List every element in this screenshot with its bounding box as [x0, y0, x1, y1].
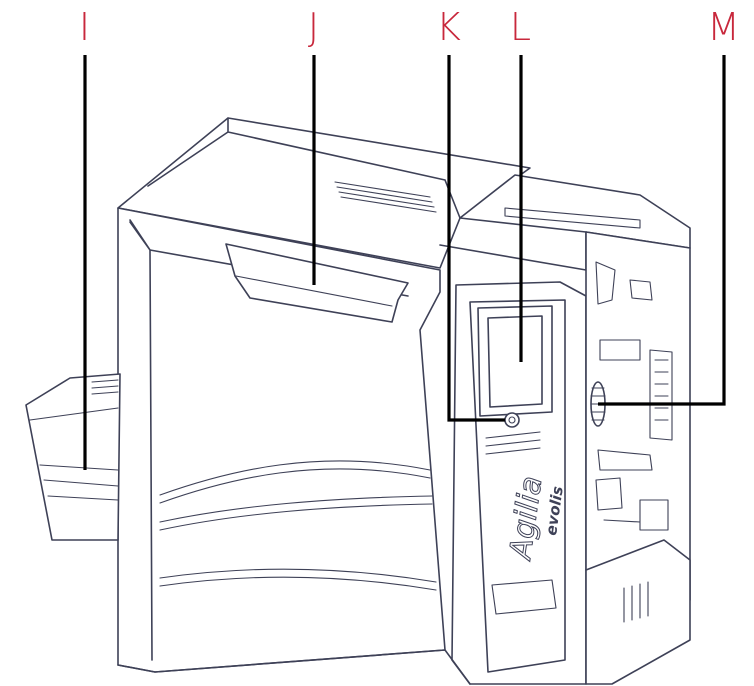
- cover-handle-lip: [235, 275, 393, 307]
- callout-label-j: J: [308, 5, 320, 49]
- output-hopper-lines: [29, 379, 119, 501]
- cover-handle: [225, 243, 409, 323]
- control-button-ring: [508, 416, 516, 424]
- callout-label-i: I: [79, 5, 91, 49]
- callout-label-m: M: [707, 5, 741, 49]
- leader-lines: [83, 55, 726, 470]
- printer-base: [117, 649, 471, 685]
- leader-line-k: [447, 55, 505, 422]
- callout-label-k: K: [436, 5, 462, 49]
- side-module-slot: [504, 207, 641, 229]
- control-panel-inner: [469, 299, 566, 673]
- side-lower-vents: [623, 581, 649, 623]
- output-hopper: [25, 373, 121, 541]
- printer-illustration: Agilia evolis: [25, 117, 691, 685]
- panel-bottom-plate: [491, 579, 557, 615]
- control-button: [504, 412, 520, 428]
- callout-labels: I J K L M: [79, 5, 741, 49]
- lcd-screen: [487, 315, 543, 408]
- panel-accents: [485, 431, 541, 455]
- side-mechanism-parts: [595, 261, 673, 531]
- cover-waves: [159, 460, 437, 591]
- top-vent-lines: [334, 181, 437, 213]
- side-lower-body: [585, 539, 691, 685]
- callout-label-l: L: [510, 5, 532, 49]
- leader-line-m: [598, 55, 726, 406]
- side-module-front-edge: [439, 231, 587, 271]
